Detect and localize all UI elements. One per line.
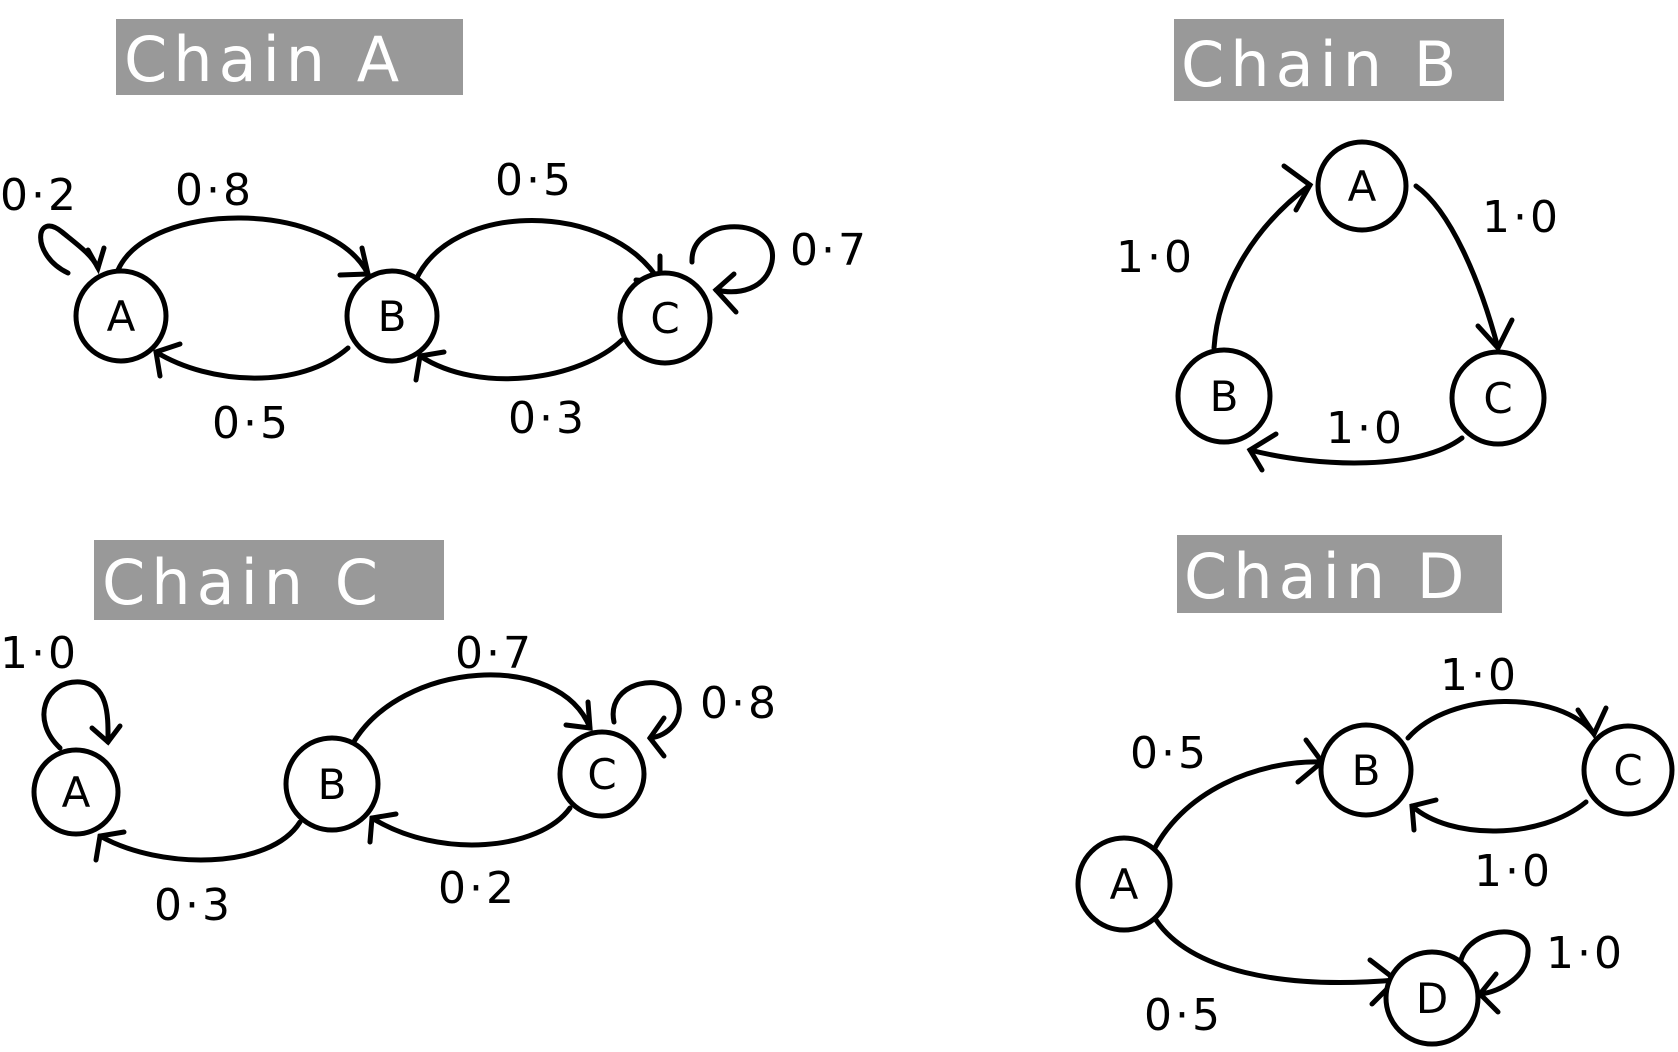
chain-c-title-box [94, 540, 444, 620]
chain-d: Chain D A B C D 0·5 1·0 1·0 0·5 1·0 [1075, 535, 1675, 1047]
chain-c-edge-b-c [349, 672, 593, 748]
chain-b-title-box [1174, 19, 1504, 101]
chain-d-node-c [1581, 723, 1675, 817]
chain-d-arrow-b-c [1575, 705, 1609, 740]
chain-c-prob-b-c: 0·7 [455, 628, 534, 679]
chain-a-edge-b-c [412, 218, 663, 285]
chain-c: Chain C A B C 1·0 0·7 0·8 0·3 0·2 [0, 540, 779, 931]
chain-d-edge-b-c [1405, 699, 1597, 741]
chain-a-arrow-b-a [153, 341, 183, 379]
chain-b-edge-a-c [1413, 183, 1501, 351]
chain-d-prob-a-d: 0·5 [1144, 990, 1223, 1041]
chain-c-node-c-label: C [587, 750, 616, 799]
chain-a-edge-c-c [689, 224, 775, 295]
chain-d-title-box [1177, 535, 1502, 613]
chain-c-title: Chain C [102, 546, 384, 619]
chain-a-prob-b-a: 0·5 [212, 398, 291, 449]
chain-b-node-b [1175, 347, 1273, 445]
chain-b-arrow-b-a [1281, 163, 1314, 213]
chain-a-node-c [617, 270, 713, 366]
chain-d-arrow-c-b [1409, 797, 1439, 833]
chain-a-title: Chain A [124, 23, 405, 96]
chain-c-node-b [283, 735, 381, 833]
chain-d-edge-c-b [1409, 799, 1589, 834]
chain-c-arrow-b-c [563, 699, 593, 731]
chain-c-arrow-b-a [93, 829, 127, 863]
chain-c-arrow-c-b [367, 811, 399, 845]
chain-d-prob-d-d: 1·0 [1546, 928, 1625, 979]
chain-d-prob-a-b: 0·5 [1130, 728, 1209, 779]
chain-a-prob-c-b: 0·3 [508, 393, 587, 444]
chain-b-edge-b-a [1211, 182, 1313, 351]
chain-d-node-b-label: B [1352, 746, 1381, 795]
chain-b-arrow-c-b [1246, 431, 1279, 473]
chain-d-node-d [1383, 949, 1481, 1047]
chain-a-node-c-label: C [650, 294, 679, 343]
chain-b-node-b-label: B [1210, 372, 1239, 421]
chain-d-node-c-label: C [1613, 746, 1642, 795]
chain-a-prob-c-c: 0·7 [790, 225, 869, 276]
chain-a-prob-a-b: 0·8 [175, 165, 254, 216]
chain-b-node-a [1315, 139, 1409, 233]
chain-a-arrow-a-b [337, 245, 372, 278]
chain-a: Chain A A B C 0·2 0·8 0·5 0·7 0·5 0·3 [0, 19, 869, 449]
chain-d-prob-b-c: 1·0 [1440, 650, 1519, 701]
chain-d-title: Chain D [1184, 540, 1471, 613]
chain-a-title-box [116, 19, 463, 95]
chain-b-node-a-label: A [1348, 162, 1377, 211]
chain-c-node-b-label: B [318, 760, 347, 809]
chain-d-prob-c-b: 1·0 [1474, 846, 1553, 897]
chain-d-node-d-label: D [1416, 974, 1448, 1023]
chain-c-edge-c-b [369, 805, 573, 848]
chain-d-node-a-label: A [1110, 860, 1139, 909]
chain-c-node-a-label: A [62, 768, 91, 817]
chain-a-edge-c-b [417, 337, 625, 382]
chain-a-node-a-label: A [107, 292, 136, 341]
chain-d-node-b [1318, 722, 1414, 818]
chain-c-arrow-a-a [89, 723, 123, 746]
chain-d-edge-a-d [1153, 917, 1399, 985]
chain-a-node-a [73, 268, 169, 364]
chain-d-node-a [1075, 835, 1173, 933]
chain-a-arrow-c-b [413, 349, 447, 383]
chain-c-edge-a-a [41, 679, 111, 751]
chain-b-node-c [1449, 349, 1547, 447]
chain-a-edge-a-b [115, 215, 371, 277]
chain-c-prob-b-a: 0·3 [154, 880, 233, 931]
chain-c-node-c [557, 729, 647, 819]
chain-b-prob-c-b: 1·0 [1326, 403, 1405, 454]
chain-a-arrow-a-a [85, 245, 107, 275]
chain-b-node-c-label: C [1483, 374, 1512, 423]
chain-a-edge-b-a [153, 345, 351, 381]
chain-c-arrow-c-c [646, 715, 667, 759]
chain-d-edge-d-d [1457, 929, 1531, 997]
chain-c-prob-a-a: 1·0 [0, 628, 79, 679]
chain-b: Chain B A B C 1·0 1·0 1·0 [1116, 19, 1561, 473]
chain-b-prob-b-a: 1·0 [1116, 232, 1195, 283]
chain-a-node-b-label: B [378, 292, 407, 341]
chain-b-prob-a-c: 1·0 [1482, 192, 1561, 243]
chain-c-edge-b-a [97, 819, 303, 863]
chain-a-prob-b-c: 0·5 [495, 155, 574, 206]
chain-c-prob-c-b: 0·2 [438, 863, 517, 914]
chain-c-edge-c-c [610, 680, 682, 741]
chain-b-arrow-a-c [1475, 317, 1515, 353]
chain-a-arrow-c-c [712, 271, 739, 315]
chain-b-edge-c-b [1247, 435, 1465, 466]
chain-b-title: Chain B [1181, 28, 1462, 101]
chain-c-node-a [31, 747, 121, 837]
chain-a-prob-a-a: 0·2 [0, 170, 79, 221]
chain-c-prob-c-c: 0·8 [700, 678, 779, 729]
chain-a-node-b [344, 268, 440, 364]
chain-d-edge-a-b [1147, 759, 1325, 861]
